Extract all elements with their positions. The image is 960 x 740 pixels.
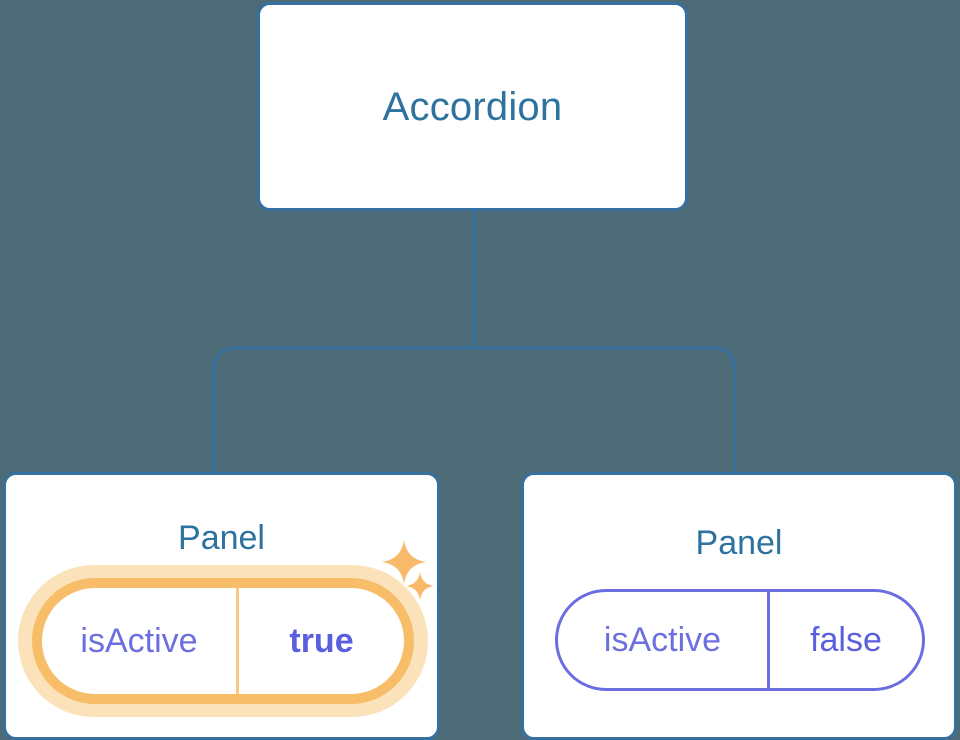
prop-pill-active-divider [236,588,239,694]
connector-rail-right [474,346,737,472]
node-panel-inactive-title: Panel [695,524,783,562]
prop-pill-active-wrapper: isActive true [18,565,428,717]
prop-pill-inactive-key: isActive [603,620,722,659]
prop-pill-inactive-wrapper: isActive false [555,589,925,691]
prop-pill-inactive-value: false [810,620,882,659]
connector-rail-left [212,346,475,472]
prop-pill-inactive-divider [767,592,770,688]
prop-pill-active[interactable]: isActive true [32,578,414,704]
node-accordion-title: Accordion [382,84,563,129]
prop-pill-active-key: isActive [80,621,198,660]
prop-pill-active-value: true [289,621,354,660]
node-panel-active-title: Panel [178,519,265,557]
prop-pill-inactive[interactable]: isActive false [555,589,925,691]
node-accordion[interactable]: Accordion [257,2,688,211]
